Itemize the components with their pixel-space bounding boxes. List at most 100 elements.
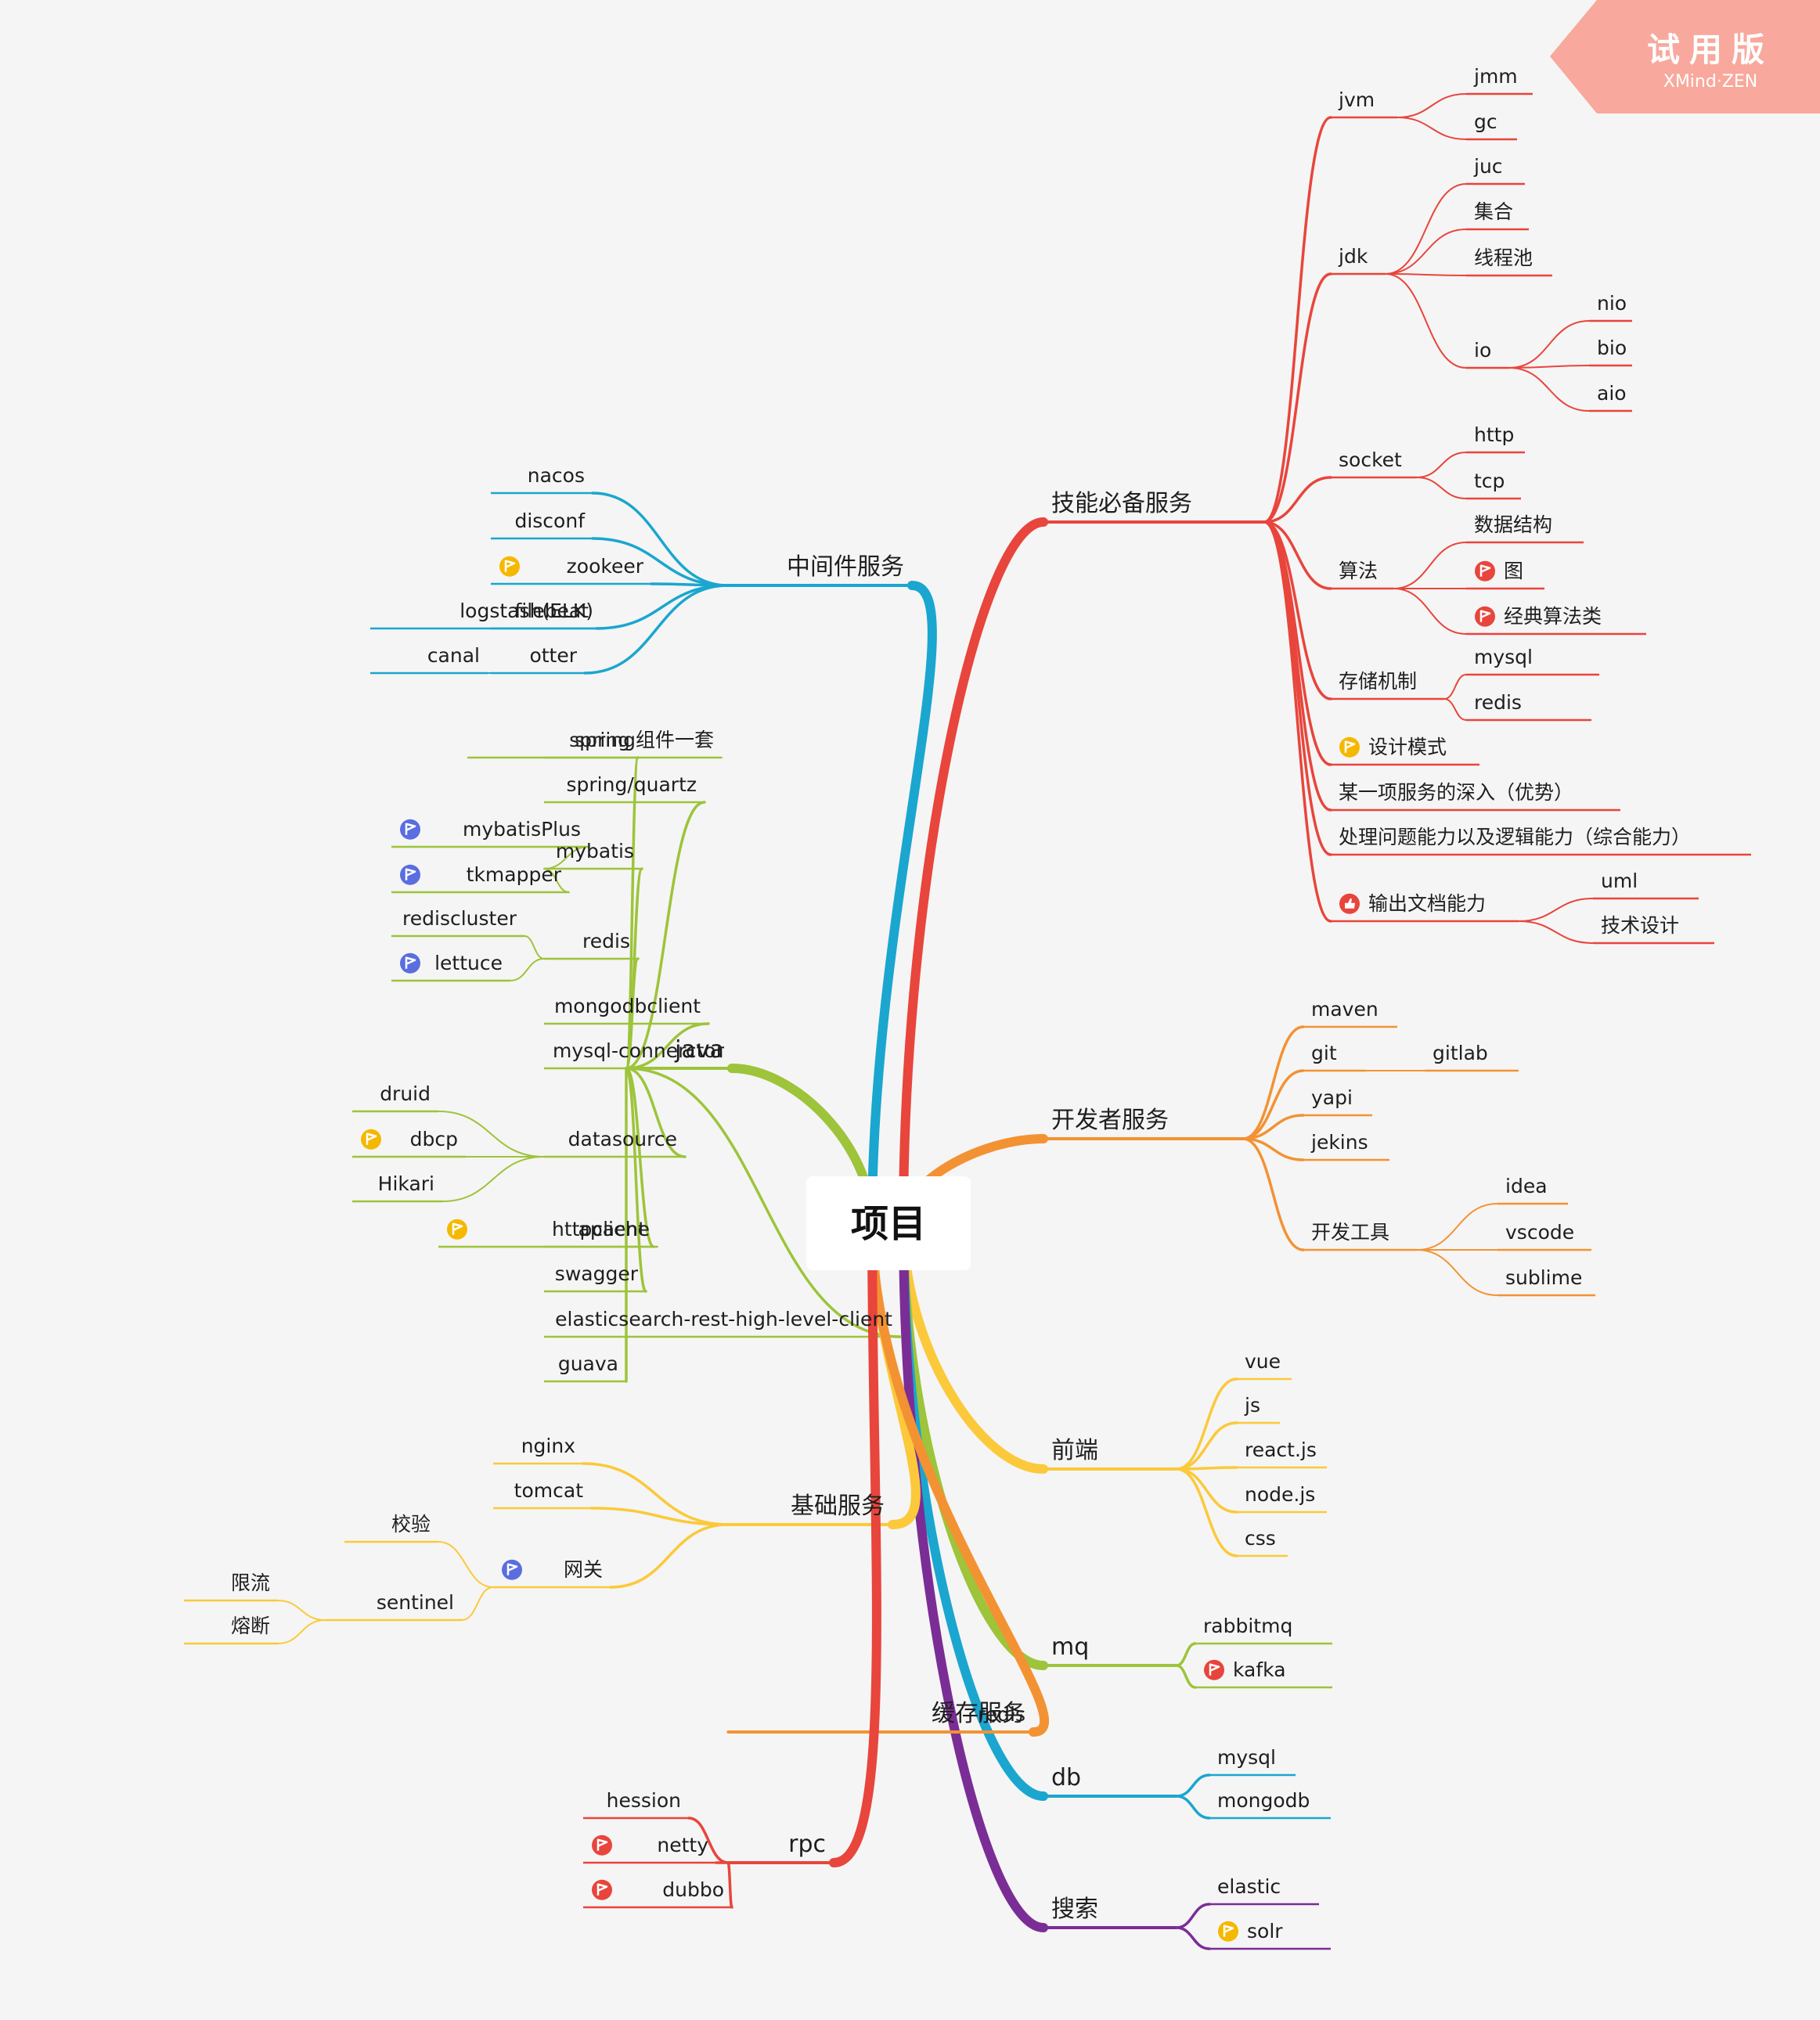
subtopic-item[interactable]: 网关 (564, 1558, 603, 1581)
subtopic-gitlab[interactable]: gitlab (1433, 1042, 1488, 1064)
subtopic-item[interactable]: 线程池 (1474, 247, 1533, 269)
subtopic-mysql-connerctor[interactable]: mysql-connerctor (553, 1039, 725, 1062)
subtopic-mybatisplus[interactable]: mybatisPlus (463, 818, 581, 841)
subtopic-lettuce[interactable]: lettuce (434, 952, 503, 974)
subtopic-item[interactable]: 算法 (1339, 560, 1378, 582)
subtopic-item[interactable]: 处理问题能力以及逻辑能力（综合能力） (1339, 826, 1691, 848)
subtopic-bio[interactable]: bio (1597, 337, 1627, 359)
subtopic-druid[interactable]: druid (380, 1082, 431, 1105)
subtopic-tcp[interactable]: tcp (1474, 470, 1505, 492)
subtopic-canal[interactable]: canal (427, 644, 480, 667)
subtopic-mongodbclient[interactable]: mongodbclient (554, 995, 701, 1017)
subtopic-aio[interactable]: aio (1597, 382, 1627, 405)
subtopic-react-js[interactable]: react.js (1245, 1438, 1317, 1461)
subtopic-logstash-elk[interactable]: logstash(ELK) (460, 600, 593, 622)
subtopic-tkmapper[interactable]: tkmapper (467, 863, 562, 886)
subtopic-zookeer[interactable]: zookeer (567, 555, 644, 578)
subtopic-item[interactable]: 熔断 (231, 1615, 270, 1637)
subtopic-socket[interactable]: socket (1339, 448, 1402, 471)
subtopic-tomcat[interactable]: tomcat (514, 1479, 584, 1502)
subtopic-mongodb[interactable]: mongodb (1217, 1789, 1310, 1812)
subtopic-uml[interactable]: uml (1601, 870, 1638, 892)
subtopic-item[interactable]: 限流 (231, 1572, 270, 1594)
subtopic-item[interactable]: 图 (1504, 560, 1523, 582)
subtopic-maven[interactable]: maven (1311, 998, 1379, 1021)
subtopic-spring[interactable]: spring (569, 729, 630, 751)
branch-topic-db[interactable]: db (1051, 1764, 1081, 1791)
subtopic-kafka[interactable]: kafka (1233, 1658, 1286, 1681)
branch-topic-item[interactable]: 前端 (1051, 1437, 1098, 1464)
subtopic-nginx[interactable]: nginx (521, 1435, 575, 1457)
branch-topic-item[interactable]: 开发者服务 (1051, 1107, 1169, 1134)
subtopic-redis[interactable]: redis (582, 930, 630, 952)
subtopic-httpclient[interactable]: httpclient (552, 1218, 646, 1240)
subtopic-filebeat[interactable]: filebeat (515, 600, 589, 622)
subtopic-item[interactable]: 经典算法类 (1504, 605, 1602, 628)
subtopic-guava[interactable]: guava (558, 1352, 618, 1375)
subtopic-hikari[interactable]: Hikari (378, 1172, 434, 1195)
root-topic[interactable]: 项目 (851, 1202, 926, 1246)
subtopic-item[interactable]: 某一项服务的深入（优势） (1339, 781, 1573, 804)
subtopic-swagger[interactable]: swagger (555, 1262, 639, 1285)
subtopic-netty[interactable]: netty (657, 1834, 708, 1856)
subtopic-rediscluster[interactable]: rediscluster (402, 907, 517, 930)
subtopic-item[interactable]: 开发工具 (1311, 1221, 1389, 1244)
subtopic-item[interactable]: 技术设计 (1601, 914, 1679, 937)
branch-topic-rpc[interactable]: rpc (788, 1831, 826, 1858)
subtopic-item[interactable]: 设计模式 (1368, 736, 1447, 758)
subtopic-http[interactable]: http (1474, 423, 1514, 446)
subtopic-spring-quartz[interactable]: spring/quartz (567, 773, 697, 796)
subtopic-git[interactable]: git (1311, 1042, 1337, 1064)
subtopic-elastic[interactable]: elastic (1217, 1875, 1281, 1898)
branch-topic-item[interactable]: 缓存服务 (932, 1700, 1025, 1727)
subtopic-juc[interactable]: juc (1473, 155, 1503, 178)
subtopic-node-js[interactable]: node.js (1245, 1483, 1315, 1506)
subtopic-sublime[interactable]: sublime (1505, 1266, 1582, 1289)
subtopic-mysql[interactable]: mysql (1217, 1746, 1276, 1769)
subtopic-idea[interactable]: idea (1505, 1175, 1548, 1197)
branch-topic-item[interactable]: 搜索 (1051, 1896, 1098, 1923)
subtopic-io[interactable]: io (1474, 339, 1491, 362)
branch-topic-java[interactable]: java (674, 1036, 724, 1064)
root-topic-box[interactable] (806, 1176, 971, 1270)
branch-topic-mq[interactable]: mq (1051, 1633, 1089, 1661)
subtopic-apache[interactable]: apache (578, 1218, 650, 1240)
subtopic-dubbo[interactable]: dubbo (662, 1878, 724, 1901)
subtopic-redis[interactable]: redis (978, 1703, 1025, 1726)
subtopic-gc[interactable]: gc (1474, 110, 1497, 133)
subtopic-hession[interactable]: hession (607, 1789, 681, 1812)
subtopic-elasticsearch-rest-high-level-client[interactable]: elasticsearch-rest-high-level-client (555, 1308, 892, 1330)
branch-topic-item[interactable]: 基础服务 (791, 1492, 885, 1520)
subtopic-mybatis[interactable]: mybatis (556, 840, 634, 862)
connector-line (625, 957, 640, 1070)
subtopic-vue[interactable]: vue (1245, 1350, 1281, 1373)
subtopic-yapi[interactable]: yapi (1311, 1086, 1353, 1109)
subtopic-solr[interactable]: solr (1247, 1920, 1283, 1943)
subtopic-sentinel[interactable]: sentinel (377, 1591, 454, 1614)
subtopic-jdk[interactable]: jdk (1338, 245, 1368, 268)
subtopic-redis[interactable]: redis (1474, 691, 1522, 714)
subtopic-item[interactable]: 存储机制 (1339, 670, 1417, 693)
subtopic-jvm[interactable]: jvm (1338, 88, 1375, 111)
subtopic-item[interactable]: 输出文档能力 (1368, 892, 1486, 915)
subtopic-rabbitmq[interactable]: rabbitmq (1203, 1615, 1292, 1637)
subtopic-nio[interactable]: nio (1597, 292, 1627, 315)
subtopic-item[interactable]: 校验 (391, 1513, 431, 1536)
subtopic-disconf[interactable]: disconf (514, 510, 586, 532)
subtopic-item[interactable]: 数据结构 (1474, 513, 1552, 536)
subtopic-spring[interactable]: spring组件一套 (575, 729, 714, 751)
subtopic-datasource[interactable]: datasource (568, 1128, 677, 1150)
subtopic-mysql[interactable]: mysql (1474, 646, 1533, 668)
subtopic-item[interactable]: 集合 (1474, 200, 1513, 223)
red-flag-icon (592, 1879, 612, 1900)
branch-topic-item[interactable]: 中间件服务 (787, 553, 904, 581)
subtopic-vscode[interactable]: vscode (1505, 1221, 1574, 1244)
branch-topic-item[interactable]: 技能必备服务 (1051, 490, 1192, 517)
subtopic-jmm[interactable]: jmm (1473, 65, 1518, 88)
subtopic-js[interactable]: js (1244, 1394, 1260, 1417)
subtopic-css[interactable]: css (1245, 1527, 1276, 1550)
subtopic-jekins[interactable]: jekins (1310, 1131, 1368, 1154)
subtopic-dbcp[interactable]: dbcp (410, 1128, 458, 1150)
subtopic-nacos[interactable]: nacos (528, 464, 585, 487)
subtopic-otter[interactable]: otter (529, 644, 577, 667)
